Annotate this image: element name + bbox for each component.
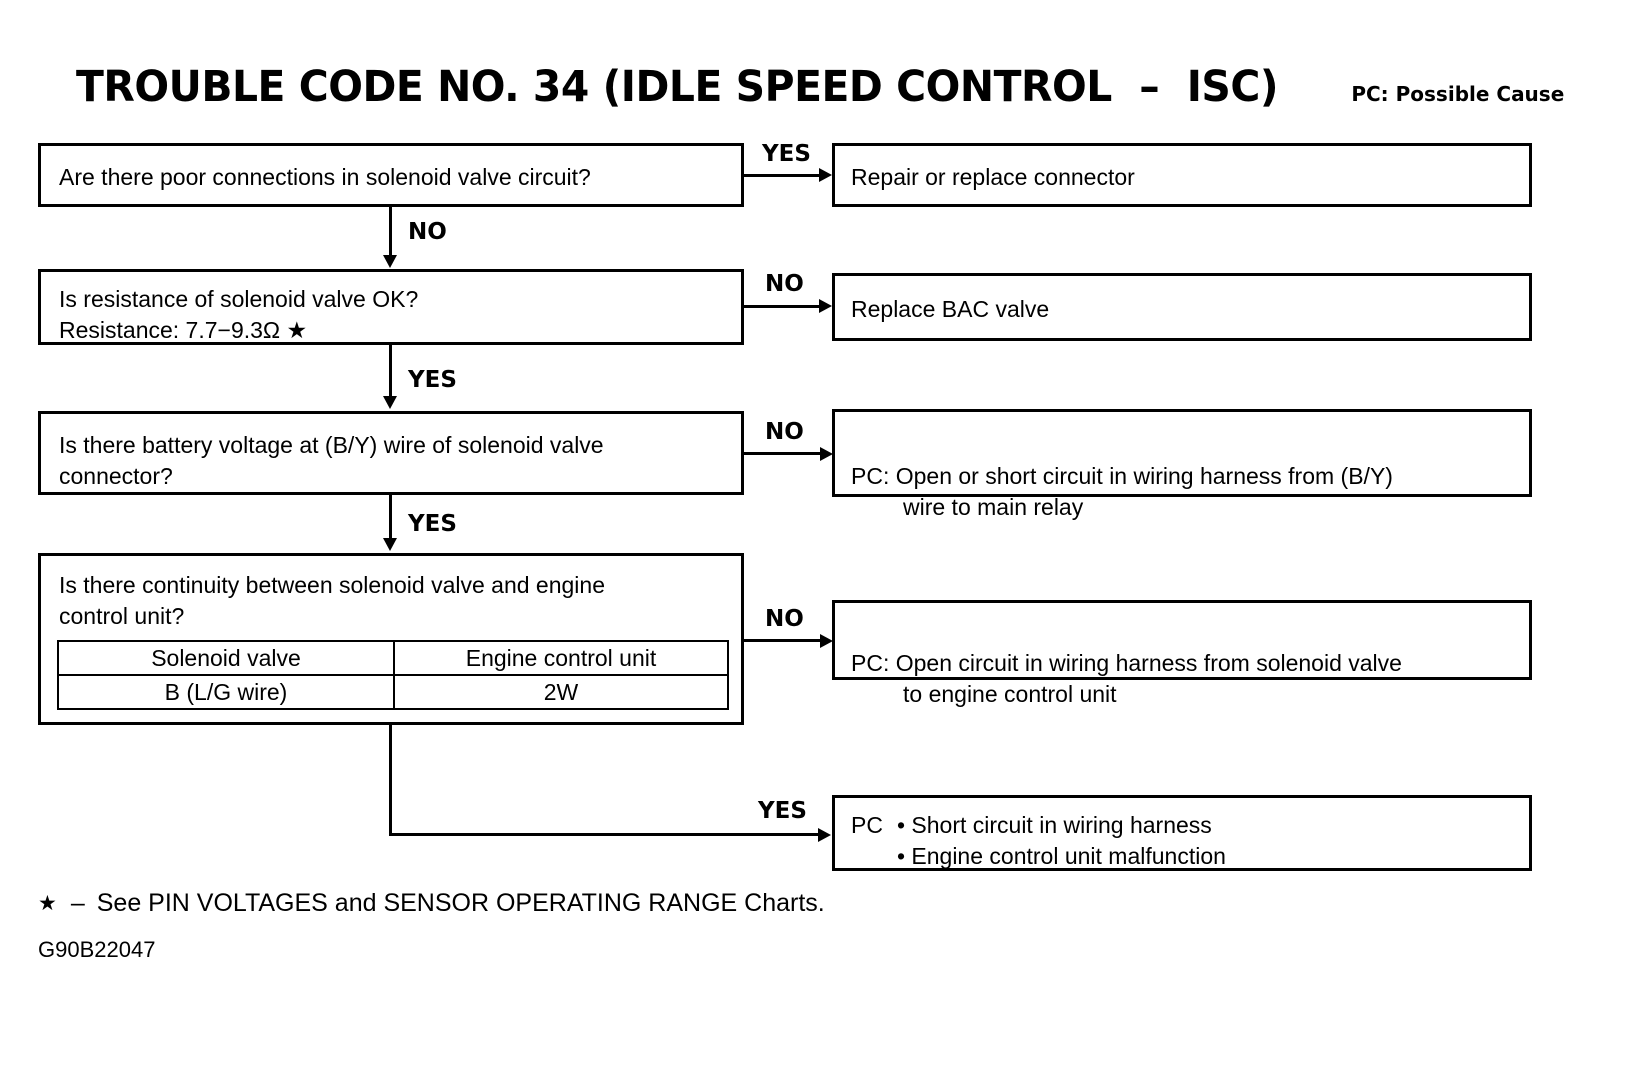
result-box-replace-bac-valve[interactable]: Replace BAC valve [832,273,1532,341]
arrowhead-q4-yes [818,828,831,842]
image-reference-code: G90B22047 [38,937,156,962]
edge-label-q3-yes: YES [408,511,457,537]
result-r3-line2: wire to main relay [903,494,1084,520]
connector-q3-yes [389,495,392,540]
question-box-poor-connections[interactable]: Are there poor connections in solenoid v… [38,143,744,207]
question-box-solenoid-resistance[interactable]: Is resistance of solenoid valve OK? Resi… [38,269,744,345]
list-item: • Engine control unit malfunction [896,843,1226,869]
question-box-solenoid-resistance-text: Is resistance of solenoid valve OK? Resi… [59,286,419,343]
arrowhead-q3-no [820,447,833,461]
connector-q2-no [744,305,819,308]
connector-q1-no [389,207,392,257]
question-box-continuity-text: Is there continuity between solenoid val… [59,572,605,629]
arrowhead-q1-no [383,255,397,268]
possible-cause-list: • Short circuit in wiring harness • Engi… [897,810,1226,872]
arrowhead-q2-yes [383,396,397,409]
possible-cause-group: PC • Short circuit in wiring harness • E… [851,810,1226,872]
legend-possible-cause: PC: Possible Cause [1351,82,1565,106]
connector-q4-yes-horizontal [389,833,821,836]
page-title: TROUBLE CODE NO. 34 (IDLE SPEED CONTROL … [76,62,1564,112]
question-box-poor-connections-text: Are there poor connections in solenoid v… [59,164,591,190]
result-box-repair-replace-connector[interactable]: Repair or replace connector [832,143,1532,207]
edge-label-q4-no: NO [765,606,804,632]
arrowhead-q2-no [819,299,832,313]
arrowhead-q4-no [820,634,833,648]
continuity-table: Solenoid valve Engine control unit B (L/… [57,640,729,710]
edge-label-q1-yes: YES [762,141,811,167]
connector-q3-no [744,452,824,455]
table-cell-engine-control-unit-pin: 2W [393,674,729,710]
result-box-open-circuit-ecu[interactable]: PC: Open circuit in wiring harness from … [832,600,1532,707]
result-box-possible-causes[interactable]: PC • Short circuit in wiring harness • E… [832,795,1532,871]
result-r4-line2: to engine control unit [903,681,1117,707]
footnote-dash: – [70,889,85,917]
title-text: TROUBLE CODE NO. 34 (IDLE SPEED CONTROL … [76,62,1279,112]
question-box-battery-voltage-text: Is there battery voltage at (B/Y) wire o… [59,432,604,489]
list-item: • Short circuit in wiring harness [896,812,1212,838]
edge-label-q2-yes: YES [408,367,457,393]
result-box-repair-replace-connector-text: Repair or replace connector [851,164,1135,190]
footnote: ★ – See PIN VOLTAGES and SENSOR OPERATIN… [38,889,825,918]
table-header-engine-control-unit: Engine control unit [393,640,729,676]
question-box-battery-voltage[interactable]: Is there battery voltage at (B/Y) wire o… [38,411,744,495]
edge-label-q2-no: NO [765,271,804,297]
arrowhead-q1-yes [819,168,832,182]
question-box-continuity[interactable]: Is there continuity between solenoid val… [38,553,744,725]
star-icon: ★ [38,892,57,915]
result-r4-line1: PC: Open circuit in wiring harness from … [851,650,1402,676]
connector-q1-yes [744,174,819,177]
possible-cause-label: PC [851,812,883,838]
result-r3-line1: PC: Open or short circuit in wiring harn… [851,463,1393,489]
result-box-open-circuit-ecu-text: PC: Open circuit in wiring harness from … [851,617,1402,741]
connector-q4-no [744,639,824,642]
table-header-solenoid-valve: Solenoid valve [57,640,395,676]
footnote-text: See PIN VOLTAGES and SENSOR OPERATING RA… [96,889,825,917]
arrowhead-q3-yes [383,538,397,551]
table-cell-solenoid-valve-pin: B (L/G wire) [57,674,395,710]
result-box-replace-bac-valve-text: Replace BAC valve [851,296,1050,322]
edge-label-q1-no: NO [408,219,447,245]
result-box-open-short-main-relay[interactable]: PC: Open or short circuit in wiring harn… [832,409,1532,520]
edge-label-q3-no: NO [765,419,804,445]
table-row: B (L/G wire) 2W [57,674,729,710]
connector-q2-yes [389,345,392,398]
table-row-header: Solenoid valve Engine control unit [57,640,729,676]
connector-q4-yes-vertical [389,725,392,836]
edge-label-q4-yes: YES [758,798,807,824]
result-box-open-short-main-relay-text: PC: Open or short circuit in wiring harn… [851,430,1393,554]
